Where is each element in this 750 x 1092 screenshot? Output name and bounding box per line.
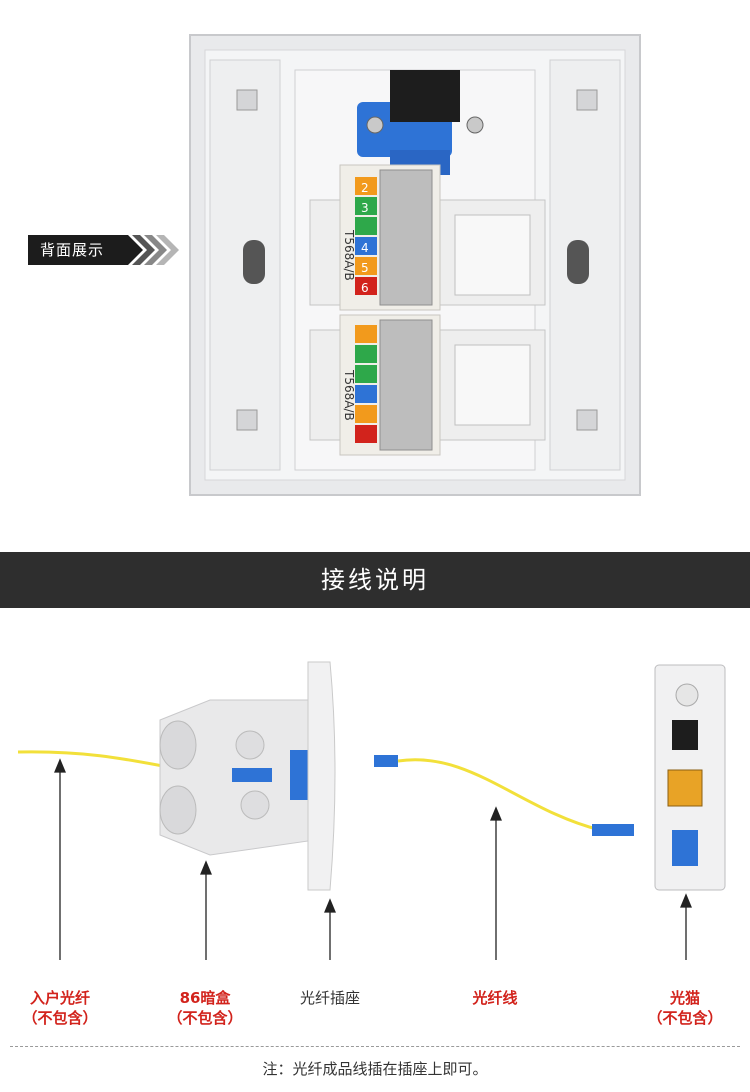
label-incoming-fiber: 入户光纤 （不包含） xyxy=(22,989,98,1027)
section-title: 接线说明 xyxy=(0,552,750,608)
pin-number: 6 xyxy=(361,281,369,295)
port-label: T568A/B xyxy=(342,229,356,281)
back-view-label: 背面展示 xyxy=(28,235,115,265)
pin-number: 2 xyxy=(361,181,369,195)
label-86-box: 86暗盒 （不包含） xyxy=(167,989,243,1027)
label-optical-modem: 光猫 （不包含） xyxy=(647,989,723,1027)
back-view-badge: 背面展示 xyxy=(28,235,180,265)
faceplate-back-illustration: 2 3 4 5 6 T568A/B T568A/B xyxy=(189,34,641,496)
pin-number: 5 xyxy=(361,261,369,275)
label-fiber-cable: 光纤线 xyxy=(472,989,518,1007)
port-label: T568A/B xyxy=(342,369,356,421)
divider xyxy=(10,1046,740,1047)
footnote: 注：光纤成品线插在插座上即可。 xyxy=(262,1060,488,1078)
pin-number: 4 xyxy=(361,241,369,255)
pin-number: 3 xyxy=(361,201,369,215)
label-fiber-socket: 光纤插座 xyxy=(299,989,360,1007)
wiring-illustration xyxy=(17,661,726,960)
stripe-arrow-icon xyxy=(114,235,180,265)
